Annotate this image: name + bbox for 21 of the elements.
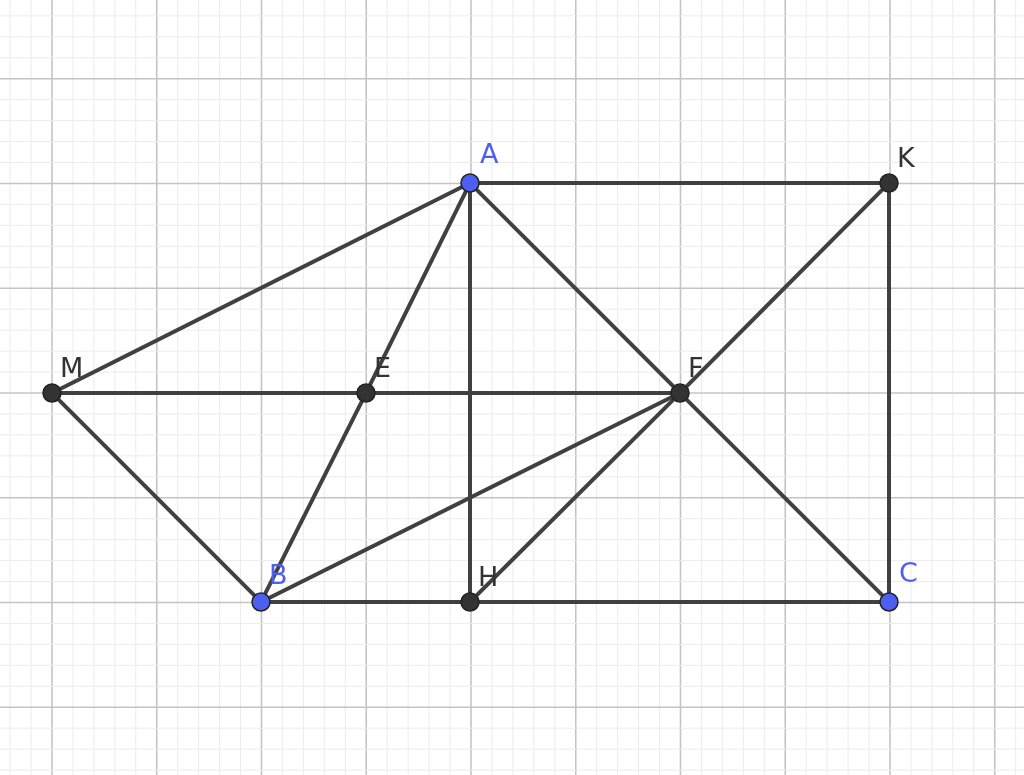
- point-label: M: [60, 352, 84, 383]
- line-segment: [468, 192, 472, 593]
- point-label: C: [899, 557, 918, 588]
- line-segment: [684, 397, 885, 598]
- line-segment: [684, 187, 885, 389]
- line-segment: [270, 600, 461, 604]
- line-segment: [368, 190, 468, 386]
- line-segment: [375, 391, 671, 395]
- line-segment: [263, 400, 364, 595]
- line-segment: [474, 397, 676, 598]
- line-segment: [61, 391, 357, 395]
- line-segment: [474, 187, 676, 389]
- line-segment: [59, 185, 463, 391]
- line-segment: [479, 600, 880, 604]
- point-label: F: [688, 352, 704, 383]
- line-segment: [268, 395, 673, 600]
- line-segment: [479, 181, 880, 185]
- point-label: A: [480, 138, 499, 169]
- line-segment: [56, 397, 257, 598]
- point-label: K: [897, 142, 915, 173]
- line-segment: [887, 192, 891, 593]
